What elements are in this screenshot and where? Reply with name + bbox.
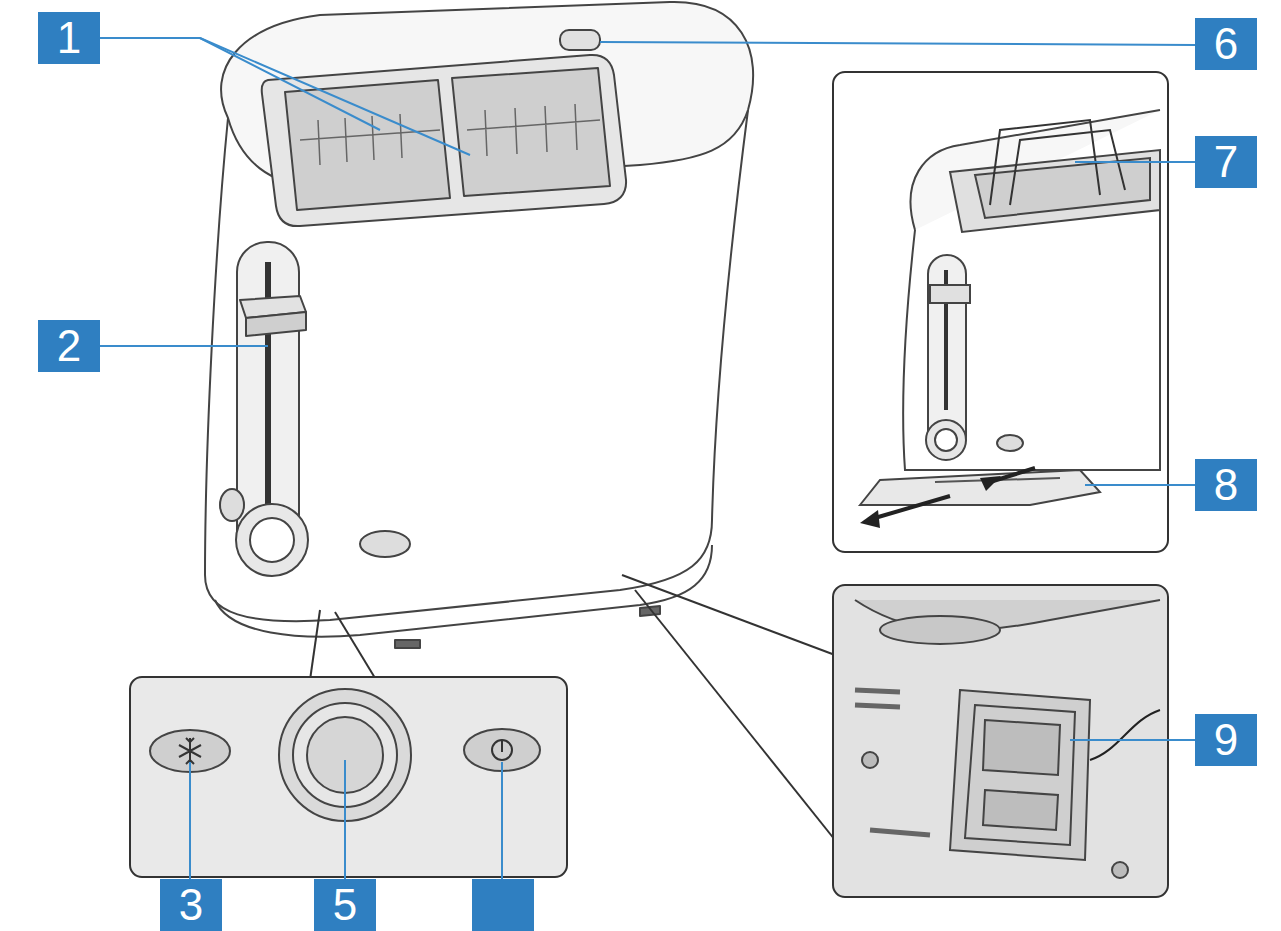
callout-number: 7	[1195, 136, 1257, 188]
callout-number: 9	[1195, 714, 1257, 766]
callout-number: 5	[314, 879, 376, 931]
blank-callout	[472, 879, 534, 931]
callout-number: 3	[160, 879, 222, 931]
callout-number: 6	[1195, 18, 1257, 70]
callout-number: 8	[1195, 459, 1257, 511]
callout-number: 2	[38, 320, 100, 372]
callout-number: 1	[38, 12, 100, 64]
